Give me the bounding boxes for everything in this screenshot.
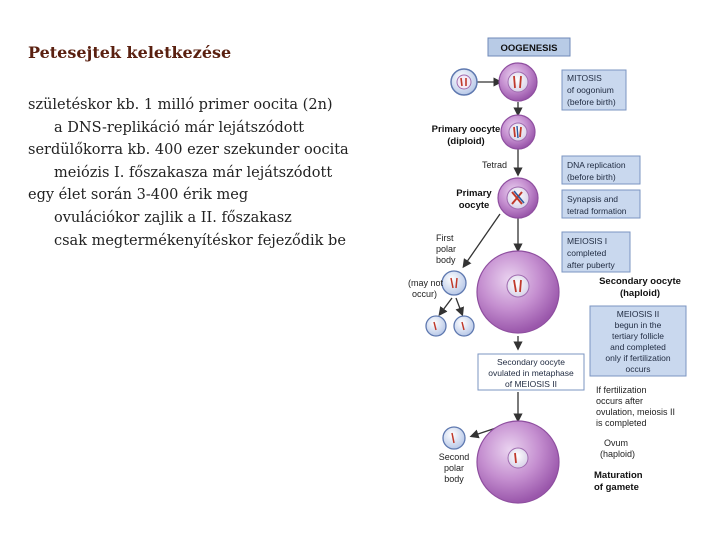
bullet-subline: a DNS-replikáció már lejátszódott	[54, 119, 305, 136]
svg-text:of MEIOSIS II: of MEIOSIS II	[505, 379, 557, 389]
svg-text:DNA replication: DNA replication	[567, 160, 626, 170]
svg-text:of gamete: of gamete	[594, 482, 639, 493]
ovum-cell	[476, 420, 560, 504]
oogenesis-figure: OOGENESIS	[396, 36, 690, 536]
meiosis-2-box: MEIOSIS II begun in the tertiary follicl…	[589, 305, 687, 377]
svg-text:Ovum: Ovum	[604, 438, 628, 448]
svg-text:body: body	[444, 474, 464, 484]
svg-text:polar: polar	[436, 244, 456, 254]
svg-text:only if fertilization: only if fertilization	[605, 353, 670, 363]
svg-text:(before birth): (before birth)	[567, 97, 616, 107]
bullet-subline: ovulációkor zajlik a II. főszakasz	[54, 209, 292, 226]
second-polar-body-label: Second polar body	[439, 452, 470, 484]
svg-text:ovulation, meiosis II: ovulation, meiosis II	[596, 407, 675, 417]
svg-text:occurs: occurs	[625, 364, 650, 374]
meiosis-1-box: MEIOSIS I completed after puberty	[561, 231, 631, 273]
ovum-label: Ovum (haploid)	[600, 438, 635, 459]
primary-oocyte-label: Primary oocyte	[456, 188, 492, 211]
svg-text:(before birth): (before birth)	[567, 172, 616, 182]
primary-oocyte-diploid-cell	[500, 114, 536, 150]
svg-text:Secondary oocyte: Secondary oocyte	[497, 357, 565, 367]
polar-body-division-cells	[425, 315, 475, 337]
svg-text:ovulated in metaphase: ovulated in metaphase	[488, 368, 574, 378]
svg-text:MEIOSIS II: MEIOSIS II	[617, 309, 660, 319]
bullet-line: egy élet során 3-400 érik meg	[28, 187, 249, 204]
if-fertilization-label: If fertilization occurs after ovulation,…	[596, 385, 675, 428]
svg-text:tertiary follicle: tertiary follicle	[612, 331, 664, 341]
svg-text:occur): occur)	[412, 289, 437, 299]
svg-text:(diploid): (diploid)	[447, 136, 484, 147]
secondary-oocyte-cell	[476, 250, 560, 334]
bullet-line: serdülőkorra kb. 400 ezer szekunder ooci…	[28, 142, 349, 159]
svg-text:MEIOSIS I: MEIOSIS I	[567, 236, 607, 246]
svg-text:Synapsis and: Synapsis and	[567, 194, 618, 204]
figure-header-text: OOGENESIS	[500, 43, 557, 54]
bullet-subline: csak megtermékenyítéskor fejeződik be	[54, 232, 346, 249]
synapsis-box: Synapsis and tetrad formation	[561, 189, 641, 219]
primary-oocyte-diploid-label: Primary oocyte (diploid)	[432, 124, 501, 147]
svg-text:body: body	[436, 255, 456, 265]
svg-text:(may not: (may not	[408, 278, 444, 288]
svg-text:Primary oocyte: Primary oocyte	[432, 124, 501, 135]
svg-text:(haploid): (haploid)	[600, 449, 635, 459]
svg-text:occurs after: occurs after	[596, 396, 643, 406]
svg-text:tetrad formation: tetrad formation	[567, 206, 627, 216]
svg-text:after puberty: after puberty	[567, 260, 615, 270]
flow-arrows	[438, 77, 523, 439]
mitosis-box: MITOSIS of oogonium (before birth)	[561, 69, 627, 111]
svg-text:(haploid): (haploid)	[620, 288, 660, 299]
second-polar-body-cell	[442, 426, 466, 450]
svg-text:oocyte: oocyte	[459, 200, 490, 211]
slide-title: Petesejtek keletkezése	[28, 43, 232, 62]
oogonium-cell	[450, 68, 478, 96]
figure-header: OOGENESIS	[487, 37, 571, 57]
svg-text:polar: polar	[444, 463, 464, 473]
svg-text:of oogonium: of oogonium	[567, 85, 614, 95]
svg-text:and completed: and completed	[610, 342, 666, 352]
first-polar-body-cell	[441, 270, 467, 296]
svg-text:MITOSIS: MITOSIS	[567, 73, 602, 83]
svg-text:If fertilization: If fertilization	[596, 385, 647, 395]
bullet-subline: meiózis I. főszakasza már lejátszódott	[54, 164, 333, 181]
svg-text:is completed: is completed	[596, 418, 647, 428]
bullet-list: születéskor kb. 1 milló primer oocita (2…	[28, 94, 349, 252]
may-not-occur-label: (may not occur)	[408, 278, 444, 299]
svg-text:First: First	[436, 233, 454, 243]
svg-text:Primary: Primary	[456, 188, 492, 199]
svg-text:Maturation: Maturation	[594, 470, 643, 481]
tetrad-label: Tetrad	[482, 160, 507, 170]
ovulated-secondary-oocyte-box: Secondary oocyte ovulated in metaphase o…	[477, 353, 585, 391]
svg-text:begun in the: begun in the	[615, 320, 662, 330]
oogonium-mitosis-cell	[498, 62, 538, 102]
primary-oocyte-tetrad-cell	[497, 177, 539, 219]
maturation-label: Maturation of gamete	[594, 470, 643, 493]
dna-replication-box: DNA replication (before birth)	[561, 155, 641, 185]
svg-text:Second: Second	[439, 452, 470, 462]
bullet-line: születéskor kb. 1 milló primer oocita (2…	[28, 97, 333, 113]
secondary-oocyte-label: Secondary oocyte (haploid)	[599, 276, 681, 299]
first-polar-body-label: First polar body	[436, 233, 456, 265]
svg-text:Secondary oocyte: Secondary oocyte	[599, 276, 681, 287]
svg-text:completed: completed	[567, 248, 606, 258]
